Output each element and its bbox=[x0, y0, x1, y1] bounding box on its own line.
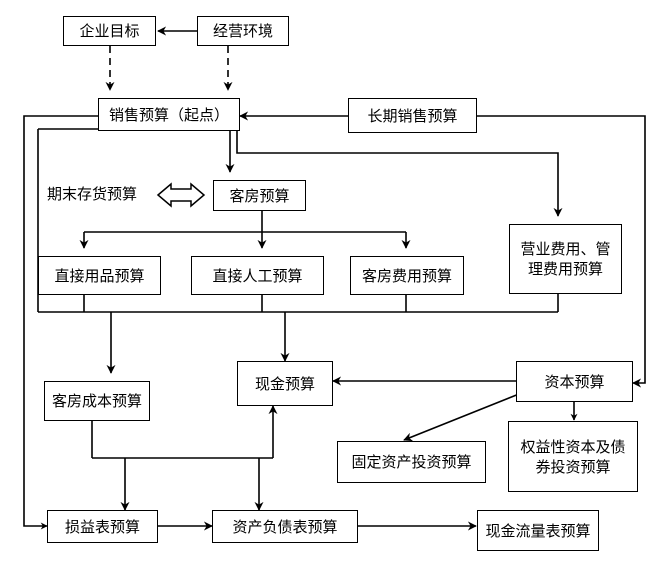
node-cash-budget: 现金预算 bbox=[237, 361, 333, 406]
node-room-budget: 客房预算 bbox=[213, 180, 306, 211]
node-income-statement: 损益表预算 bbox=[47, 510, 158, 543]
node-direct-labor: 直接人工预算 bbox=[191, 256, 324, 295]
node-operating-expense: 营业费用、管理费用预算 bbox=[509, 224, 622, 294]
arrow-sales-to-opex bbox=[236, 131, 563, 217]
node-room-expense: 客房费用预算 bbox=[350, 256, 464, 295]
node-enterprise-goal: 企业目标 bbox=[63, 16, 156, 46]
node-fixed-asset-investment: 固定资产投资预算 bbox=[337, 441, 486, 483]
node-room-cost: 客房成本预算 bbox=[44, 381, 150, 421]
node-direct-supplies: 直接用品预算 bbox=[38, 256, 161, 295]
node-equity-debt-investment: 权益性资本及债券投资预算 bbox=[508, 421, 638, 492]
node-cash-flow-statement: 现金流量表预算 bbox=[477, 510, 599, 551]
arrow-sales-to-income bbox=[23, 115, 98, 530]
arrow-capital-to-fixed bbox=[403, 393, 520, 442]
node-capital-budget: 资本预算 bbox=[516, 361, 633, 402]
node-ending-inventory: 期末存货预算 bbox=[46, 185, 137, 203]
node-balance-sheet: 资产负债表预算 bbox=[212, 510, 358, 543]
node-sales-budget: 销售预算（起点） bbox=[98, 98, 240, 131]
double-arrow-icon bbox=[156, 182, 206, 208]
node-business-env: 经营环境 bbox=[197, 16, 289, 46]
arrow-longterm-to-capital bbox=[477, 115, 646, 388]
node-long-term-sales: 长期销售预算 bbox=[348, 98, 477, 133]
